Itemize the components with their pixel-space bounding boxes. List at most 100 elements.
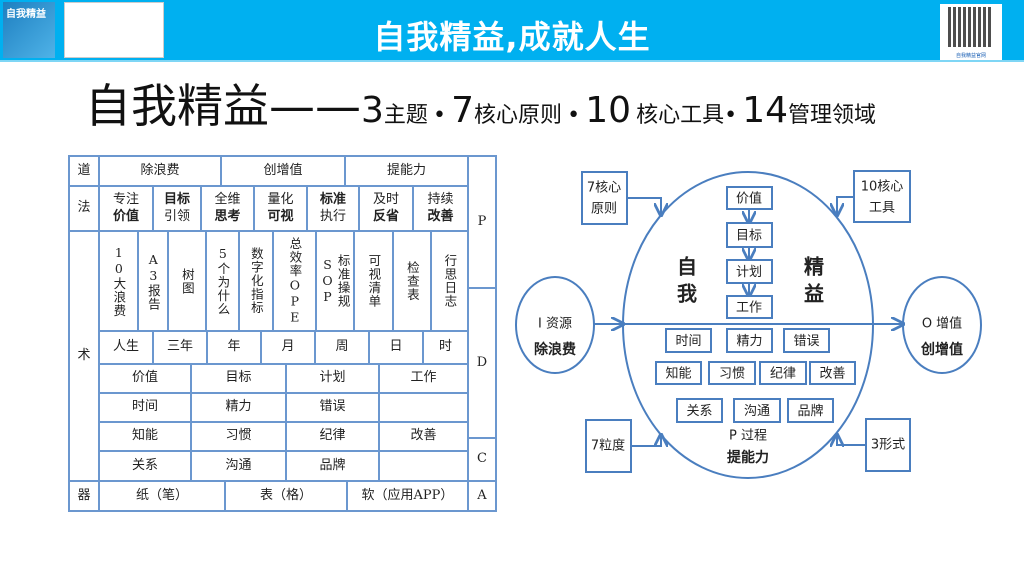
dao-cell-text: 提能力 xyxy=(386,162,426,178)
domain-cell: 计划 xyxy=(285,363,380,394)
domain-cell: 精力 xyxy=(190,392,287,423)
domain-cell: 工作 xyxy=(378,363,469,394)
domain-label: 纪律 xyxy=(770,367,796,382)
domain-cell: 品牌 xyxy=(285,450,380,482)
process-goal: 提能力 xyxy=(727,449,769,466)
tool-medium-cell: 纸（笔） xyxy=(98,480,226,512)
tools-connector xyxy=(837,196,854,214)
principle-cell: 持续改善 xyxy=(412,185,469,232)
tool-cell-text: 行思日志 xyxy=(442,254,458,308)
tool-cell-text: 标准操规SOP xyxy=(320,254,351,308)
domain-cell-text: 价值 xyxy=(131,370,158,386)
tool-cell: 总效率OPE xyxy=(272,230,317,332)
principle-text: 价值 xyxy=(112,208,139,224)
header-bar: 自我精益 自我精益,成就人生 自我精益官网 xyxy=(0,0,1024,62)
subtitle-num: 10 xyxy=(585,90,631,131)
book-title: 自我精益 xyxy=(6,9,46,20)
tool-cell: 可视清单 xyxy=(353,230,394,332)
tool-cell-text: 10大浪费 xyxy=(111,244,127,318)
flow-label: 目标 xyxy=(736,229,762,244)
time-cell: 日 xyxy=(368,330,424,365)
tools-box xyxy=(853,170,911,223)
principle-text: 及时 xyxy=(372,192,399,208)
principle-text: 思考 xyxy=(214,208,241,224)
process-label: P 过程 xyxy=(729,429,767,444)
domain-label: 时间 xyxy=(675,334,701,349)
principle-text: 全维 xyxy=(214,192,241,208)
tool-medium-cell-text: 软（应用APP） xyxy=(361,487,454,503)
granularity-connector xyxy=(631,436,661,446)
domain-cell-text: 沟通 xyxy=(225,457,252,473)
time-cell-text: 月 xyxy=(281,339,295,355)
principle-text: 量化 xyxy=(267,192,294,208)
dao-cell-text: 创增值 xyxy=(263,162,303,178)
domain-cell-text: 时间 xyxy=(131,399,158,415)
principle-text: 引领 xyxy=(163,208,190,224)
domain-cell: 关系 xyxy=(98,450,192,482)
domain-box xyxy=(708,361,756,385)
pdca-c-text: C xyxy=(477,451,487,467)
pdca-d: D xyxy=(467,287,497,439)
diagram-thumbnail xyxy=(64,2,164,58)
principles-box xyxy=(581,171,628,225)
subtitle-label: 管理领域 xyxy=(788,103,877,128)
domain-cell: 纪律 xyxy=(285,421,380,452)
dao-cell: 提能力 xyxy=(344,155,469,187)
subtitle-num: 3 xyxy=(361,90,384,131)
domain-label: 品牌 xyxy=(797,403,823,419)
tool-cell-text: 总效率OPE xyxy=(287,236,303,326)
row-label-dao: 道 xyxy=(68,155,100,187)
lean-char: 精 xyxy=(804,255,824,279)
tool-cell: 检查表 xyxy=(392,230,432,332)
domain-box xyxy=(726,328,773,353)
principle-cell: 专注价值 xyxy=(98,185,154,232)
domain-cell xyxy=(378,392,469,423)
principle-cell: 目标引领 xyxy=(152,185,202,232)
domain-box xyxy=(809,361,856,385)
tools-label: 工具 xyxy=(869,201,895,216)
domain-cell: 价值 xyxy=(98,363,192,394)
domain-cell: 知能 xyxy=(98,421,192,452)
row-label-fa: 法 xyxy=(68,185,100,232)
subtitle-main: 自我精益—— xyxy=(85,79,361,133)
flow-box-0 xyxy=(726,186,773,210)
dao-cell: 除浪费 xyxy=(98,155,222,187)
domain-label: 沟通 xyxy=(744,404,770,419)
row-label-qi-text: 器 xyxy=(77,487,91,503)
tool-cell-text: 可视清单 xyxy=(366,254,382,308)
domain-cell: 改善 xyxy=(378,421,469,452)
book-cover-thumbnail: 自我精益 xyxy=(3,2,55,58)
bullet: • xyxy=(724,103,738,128)
flow-label: 工作 xyxy=(736,301,762,316)
row-label-dao-text: 道 xyxy=(77,162,91,178)
principle-text: 改善 xyxy=(427,208,454,224)
domain-box xyxy=(665,328,712,353)
time-cell: 三年 xyxy=(152,330,208,365)
principle-text: 反省 xyxy=(372,208,399,224)
bullet: • xyxy=(567,103,581,128)
flow-label: 计划 xyxy=(736,265,762,280)
domain-cell: 时间 xyxy=(98,392,192,423)
input-goal: 除浪费 xyxy=(534,341,576,358)
domain-label: 习惯 xyxy=(719,366,745,382)
tool-cell: 10大浪费 xyxy=(98,230,139,332)
domain-label: 知能 xyxy=(665,366,691,382)
row-label-shu-text: 术 xyxy=(77,347,91,363)
flow-box-1 xyxy=(726,222,773,248)
domain-cell-text: 纪律 xyxy=(319,428,346,444)
granularity-label: 7粒度 xyxy=(591,438,625,454)
output-circle xyxy=(902,276,982,374)
domain-label: 改善 xyxy=(819,366,845,382)
forms-connector xyxy=(837,436,866,445)
bullet: • xyxy=(433,103,446,128)
tool-medium-cell: 表（格） xyxy=(224,480,348,512)
subtitle-num: 14 xyxy=(742,90,788,131)
principle-text: 标准 xyxy=(319,192,346,208)
subtitle-label: 核心工具 xyxy=(636,103,725,128)
domain-cell-text: 计划 xyxy=(319,370,346,386)
self-char: 我 xyxy=(677,282,697,306)
domain-label: 错误 xyxy=(793,334,819,349)
flow-label: 价值 xyxy=(736,191,762,207)
domain-box xyxy=(676,398,723,423)
domain-box xyxy=(655,361,702,385)
